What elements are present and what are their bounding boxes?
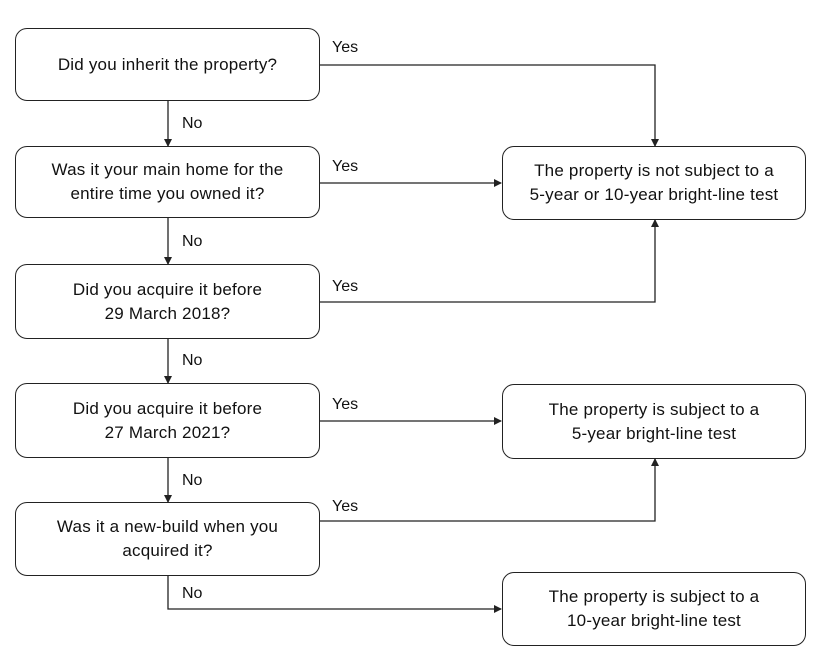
edge-label-yes-q1: Yes (332, 39, 359, 56)
question-new-build: Was it a new-build when you acquired it? (15, 502, 320, 576)
question-before-2018: Did you acquire it before 29 March 2018? (15, 264, 320, 339)
edge-label-no-q1: No (182, 115, 203, 132)
arrow-q5-to-outcome-5yr (320, 458, 659, 522)
question-inherit: Did you inherit the property? (15, 28, 320, 101)
edge-label-yes-q2: Yes (332, 158, 359, 175)
outcome-10-year-text: The property is subject to a 10-year bri… (548, 587, 760, 630)
arrow-q5-to-outcome-10yr (167, 576, 502, 613)
question-main-home: Was it your main home for the entire tim… (15, 146, 320, 218)
question-before-2021-text: Did you acquire it before 27 March 2021? (72, 398, 263, 442)
question-new-build-text: Was it a new-build when you acquired it? (56, 517, 279, 560)
edge-label-yes-q4: Yes (332, 396, 359, 413)
edge-label-no-q3: No (182, 352, 203, 369)
arrow-q3-to-outcome-exempt (320, 219, 659, 303)
edge-label-no-q4: No (182, 472, 203, 489)
outcome-not-subject-text: The property is not subject to a 5-year … (529, 161, 779, 204)
question-main-home-text: Was it your main home for the entire tim… (51, 160, 284, 203)
edge-label-no-q5: No (182, 585, 203, 602)
outcome-5-year: The property is subject to a 5-year brig… (502, 384, 806, 459)
edge-label-yes-q3: Yes (332, 278, 359, 295)
outcome-5-year-text: The property is subject to a 5-year brig… (548, 399, 760, 443)
arrow-q1-to-outcome-exempt (320, 64, 659, 147)
outcome-not-subject: The property is not subject to a 5-year … (502, 146, 806, 220)
question-inherit-text: Did you inherit the property? (57, 54, 278, 74)
question-before-2021: Did you acquire it before 27 March 2021? (15, 383, 320, 458)
outcome-10-year: The property is subject to a 10-year bri… (502, 572, 806, 646)
question-before-2018-text: Did you acquire it before 29 March 2018? (72, 279, 263, 323)
edge-label-no-q2: No (182, 233, 203, 250)
edge-label-yes-q5: Yes (332, 498, 359, 515)
